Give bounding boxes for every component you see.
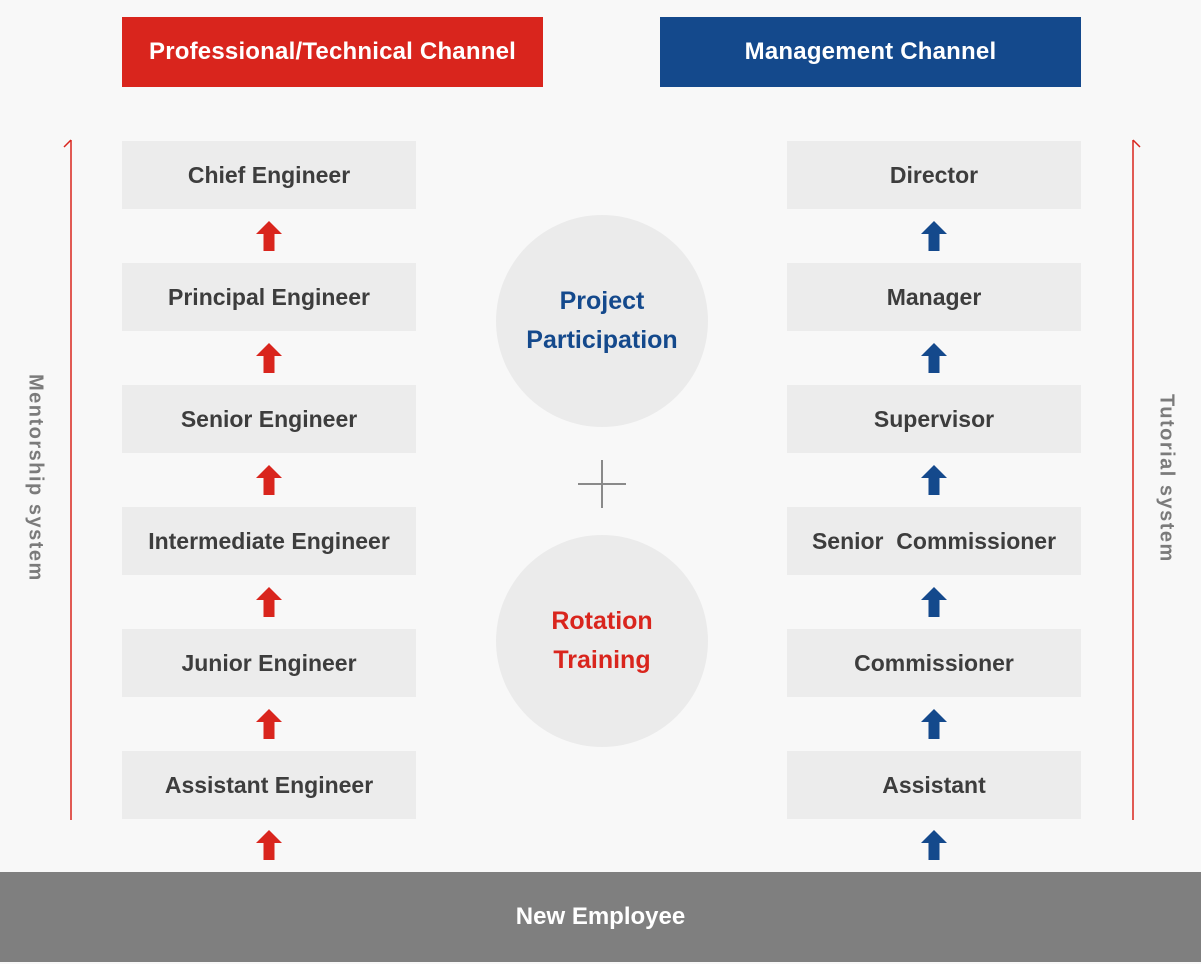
level-box-senior-engineer: Senior Engineer	[122, 385, 416, 453]
up-arrow-icon	[256, 587, 282, 617]
up-arrow-icon	[921, 465, 947, 495]
up-arrow-icon	[256, 343, 282, 373]
level-box-director: Director	[787, 141, 1081, 209]
tutorial-system-label: Tutorial system	[1155, 393, 1178, 563]
up-arrow-icon	[921, 830, 947, 860]
level-box-senior-commissioner: Senior Commissioner	[787, 507, 1081, 575]
plus-icon	[578, 460, 626, 508]
new-employee-bar: New Employee	[0, 872, 1201, 962]
management-channel-header: Management Channel	[660, 17, 1081, 87]
management-channel-title: Management Channel	[744, 38, 997, 65]
up-arrow-icon	[256, 709, 282, 739]
level-box-assistant-engineer: Assistant Engineer	[122, 751, 416, 819]
up-arrow-icon	[921, 709, 947, 739]
up-arrow-icon	[921, 343, 947, 373]
project-participation-line2: Participation	[526, 326, 678, 354]
professional-channel-header: Professional/Technical Channel	[122, 17, 543, 87]
level-box-chief-engineer: Chief Engineer	[122, 141, 416, 209]
level-box-commissioner: Commissioner	[787, 629, 1081, 697]
level-box-intermediate-engineer: Intermediate Engineer	[122, 507, 416, 575]
mentorship-system-label: Mentorship system	[24, 374, 47, 582]
professional-channel-title: Professional/Technical Channel	[149, 38, 516, 65]
rotation-training-line2: Training	[553, 646, 651, 674]
up-arrow-icon	[256, 830, 282, 860]
level-box-supervisor: Supervisor	[787, 385, 1081, 453]
up-arrow-icon	[256, 465, 282, 495]
left-growth-arrow-line	[63, 139, 72, 820]
new-employee-label: New Employee	[515, 903, 686, 930]
rotation-training-line1: Rotation	[551, 607, 653, 635]
level-box-junior-engineer: Junior Engineer	[122, 629, 416, 697]
up-arrow-icon	[921, 221, 947, 251]
up-arrow-icon	[921, 587, 947, 617]
level-box-assistant: Assistant	[787, 751, 1081, 819]
level-box-manager: Manager	[787, 263, 1081, 331]
up-arrow-icon	[256, 221, 282, 251]
project-participation-line1: Project	[559, 287, 645, 315]
right-growth-arrow-line	[1132, 139, 1141, 820]
project-participation-circle: Project Participation	[496, 215, 708, 427]
level-box-principal-engineer: Principal Engineer	[122, 263, 416, 331]
rotation-training-circle: Rotation Training	[496, 535, 708, 747]
